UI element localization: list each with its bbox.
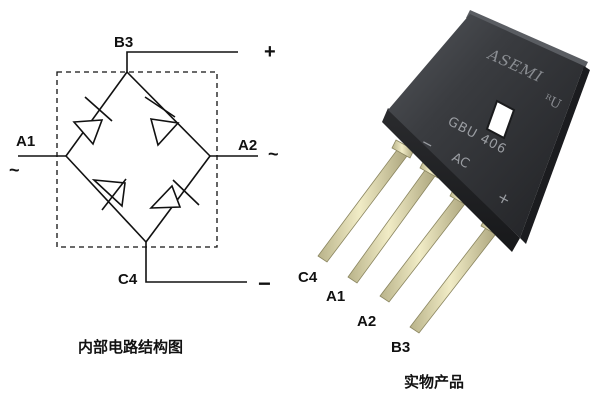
- plus-symbol: +: [264, 41, 276, 63]
- terminal-b3-label: B3: [114, 34, 133, 51]
- package-face: [388, 14, 584, 238]
- ac-left-symbol: ~: [9, 160, 20, 180]
- terminal-c4-label: C4: [118, 271, 138, 288]
- diode-top-right: [144, 96, 180, 147]
- body-mark-ac: AC: [449, 150, 472, 172]
- pins: [317, 139, 504, 334]
- product-caption: 实物产品: [404, 373, 465, 391]
- diode-bottom-left: [91, 178, 127, 211]
- package-outline: [56, 71, 218, 248]
- cert-marking: ᴿU: [541, 92, 563, 113]
- minus-symbol: −: [258, 271, 271, 296]
- diode-bottom-right: [149, 179, 200, 209]
- pin-label-a2: A2: [357, 313, 376, 330]
- pin-2: [347, 165, 439, 284]
- pin-label-a1: A1: [326, 288, 345, 305]
- package-right-edge: [520, 66, 590, 244]
- bridge-schematic: [18, 51, 258, 283]
- terminal-a1-label: A1: [16, 133, 35, 150]
- terminal-a2-label: A2: [238, 137, 257, 154]
- mounting-hole: [485, 99, 516, 140]
- lead-b3: [126, 51, 238, 72]
- package-side: [382, 108, 520, 252]
- bridge-edge-bottom-left: [65, 155, 147, 243]
- pin-label-b3: B3: [391, 339, 410, 356]
- bridge-edge-bottom-right: [145, 155, 211, 243]
- bridge-edge-top-left: [65, 71, 128, 157]
- pin-label-c4: C4: [298, 269, 318, 286]
- diode-top-left: [72, 96, 113, 146]
- bridge-edge-top-right: [126, 71, 211, 157]
- rectifier-package: ASEMI ᴿU GBU 406 − AC +: [317, 10, 590, 334]
- lead-c4: [145, 242, 247, 283]
- pin-1: [317, 145, 411, 263]
- ac-right-symbol: ~: [268, 144, 279, 164]
- schematic-caption: 内部电路结构图: [78, 338, 184, 356]
